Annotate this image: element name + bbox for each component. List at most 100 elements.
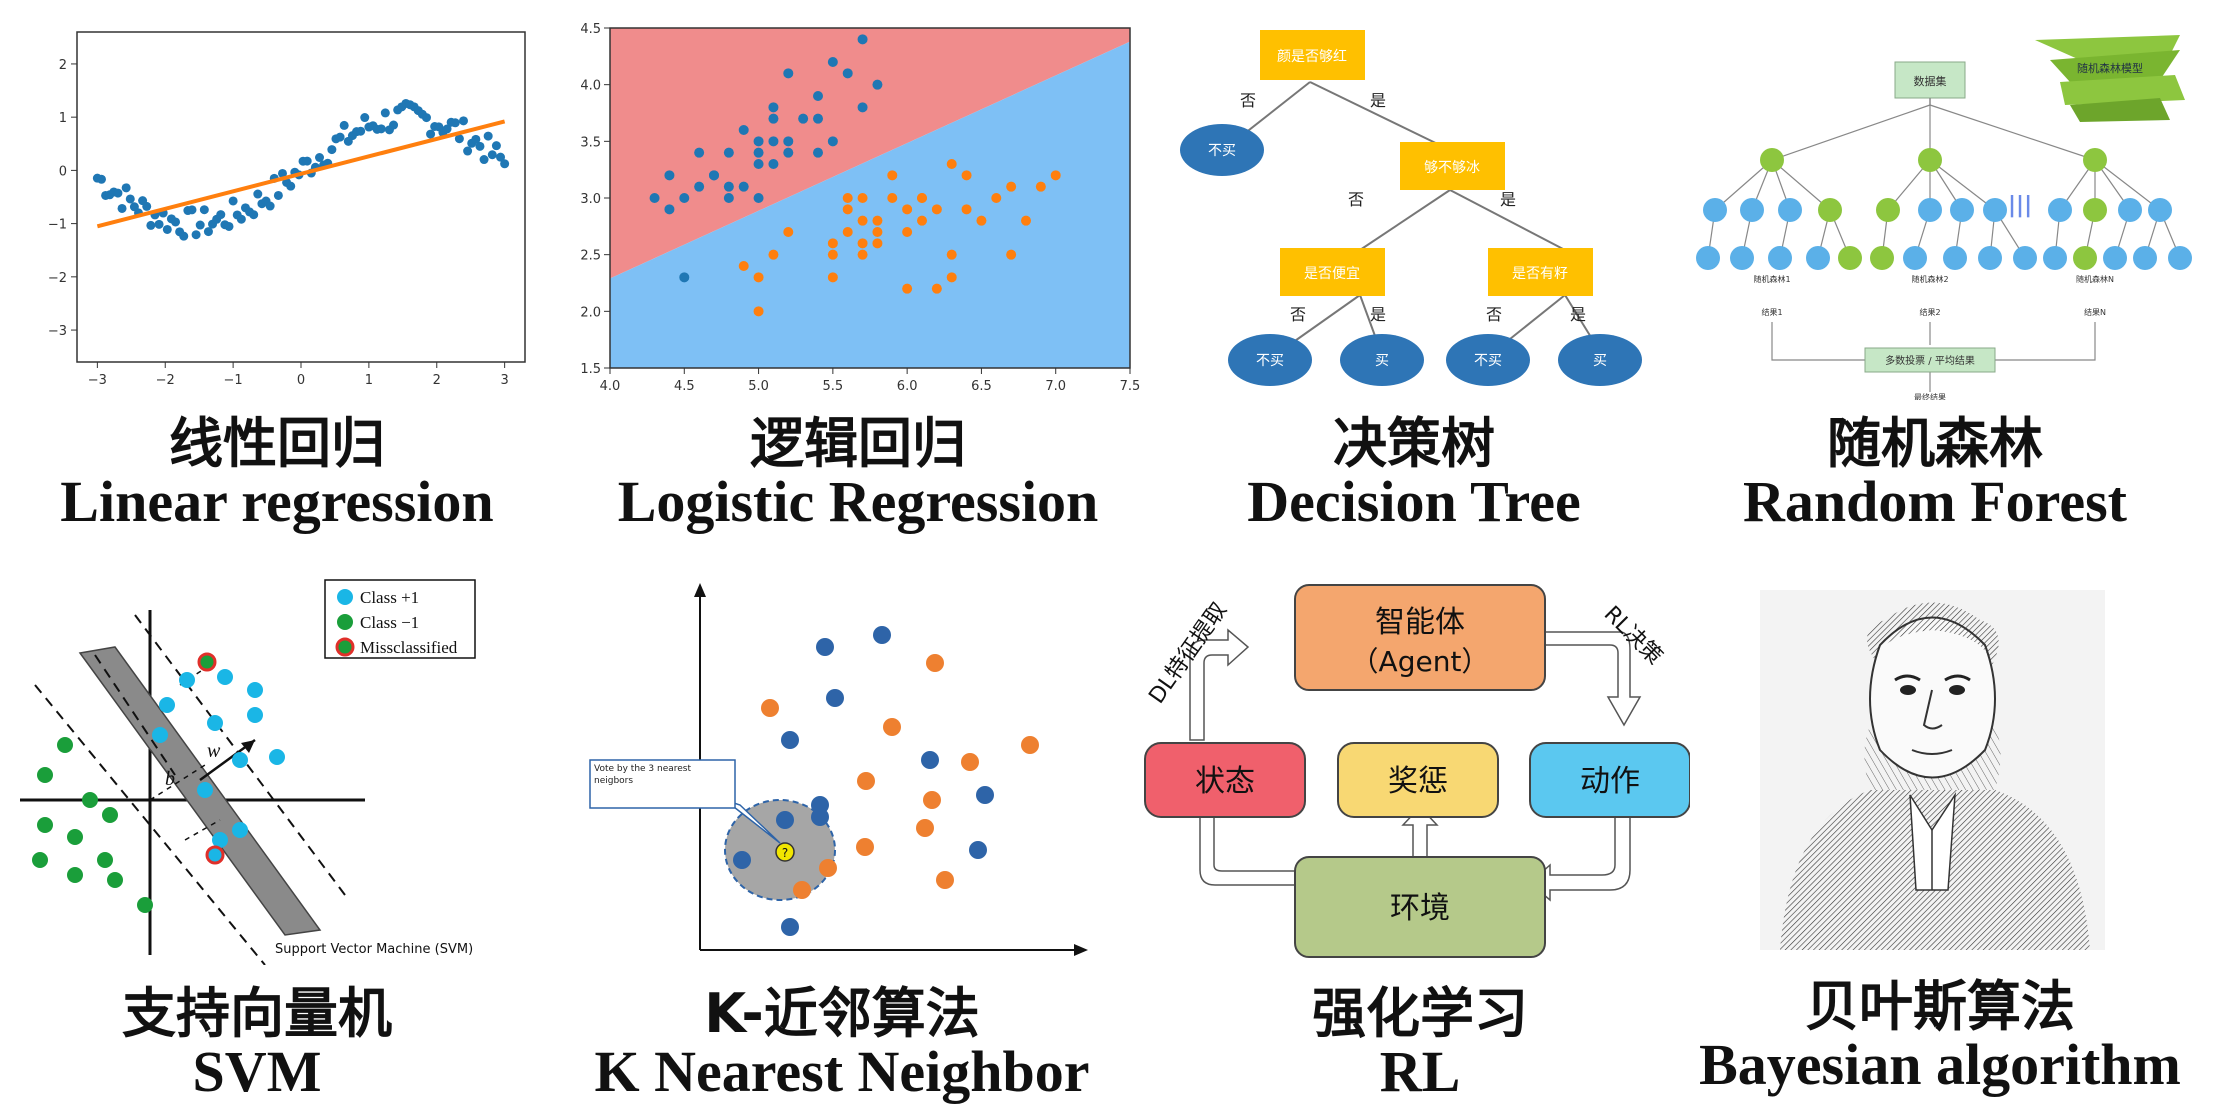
lin-point [479,155,489,165]
log-point-class-b [842,193,853,203]
lin-ytick-label: −3 [48,324,67,339]
rf-node [1903,246,1927,270]
svm-footer: Support Vector Machine (SVM) [275,942,473,957]
log-point-class-a [827,57,838,67]
log-point-class-b [842,227,853,237]
log-point-class-b [783,227,794,237]
caption-random-forest-zh: 随机森林 [1827,412,2043,475]
log-point-class-a [813,113,823,124]
log-ytick-label: 2.5 [580,249,601,264]
lin-ytick-label: −1 [48,218,67,233]
knn-point-orange [923,791,941,809]
knn-point-blue [776,811,794,829]
rf-node [2133,246,2157,270]
log-point-class-b [827,238,838,249]
rf-node [2103,246,2127,270]
log-xtick-label: 6.5 [971,379,992,394]
rf-result-1: 结果1 [1761,307,1782,317]
bayes-panel [1760,590,2105,950]
lin-point [125,194,135,204]
log-xtick-label: 6.0 [897,379,918,394]
svm-point-pos [152,727,168,743]
caption-logistic-en: Logistic Regression [617,469,1099,534]
log-point-class-b [946,159,957,169]
log-point-class-b [991,193,1002,203]
rf-node [1838,246,1862,270]
svm-point-neg [37,767,53,783]
lin-point [216,210,226,220]
caption-knn-zh: K-近邻算法 [704,982,980,1045]
lin-xtick-label: −1 [224,373,243,388]
lin-point [146,220,156,230]
rl-diagram: 智能体 （Agent） 状态 奖惩 动作 环境 DL特征提取 RL决策 [1144,584,1691,958]
svm-point-neg [32,852,48,868]
log-xtick-label: 5.5 [823,379,844,394]
log-point-class-a [813,147,823,158]
dt-node-3 [1488,248,1593,296]
lin-point [475,141,485,151]
svm-point-pos [212,832,228,848]
log-point-class-b [1035,181,1046,192]
rf-tree-label-2: 随机森林2 [1911,274,1948,284]
svm-point-pos [247,682,263,698]
rf-tree-label-1: 随机森林1 [1753,274,1790,284]
log-ytick-label: 4.5 [580,22,601,37]
log-point-class-a [738,181,749,192]
lin-point [302,156,312,166]
dt-edge-no-2: 否 [1348,190,1364,209]
log-point-class-b [872,227,883,237]
rf-node [1818,198,1842,222]
log-point-class-a [649,193,660,203]
dt-leaf-5-label: 买 [1593,353,1607,369]
knn-point-blue [969,841,987,859]
log-point-class-b [961,204,972,215]
lin-point [113,188,123,198]
knn-point-orange [916,819,934,837]
rl-agent-box [1294,584,1546,691]
log-point-class-a [679,272,690,283]
lin-point [277,168,287,178]
log-point-class-b [1050,170,1061,181]
lin-point [191,230,201,240]
lin-xtick-label: −3 [88,373,107,388]
dt-leaf-3 [1340,334,1424,386]
lin-point [327,145,337,155]
svm-panel: w b Class +1 Class −1 Missclassified Sup… [15,575,515,966]
caption-rl-en: RL [1379,1039,1461,1104]
lin-fit-line [96,119,506,229]
caption-bayes: 贝叶斯算法 Bayesian algorithm [1645,978,2235,1094]
rf-node [1876,198,1900,222]
log-point-class-a [768,136,779,147]
knn-query-point [775,842,795,862]
svm-point-pos [232,822,248,838]
svm-point-neg [107,872,123,888]
log-ytick-label: 1.5 [580,362,601,377]
rf-node [1978,246,2002,270]
log-region-top [610,28,1130,279]
svm-point-pos [217,669,233,685]
lin-point [171,217,181,227]
caption-rl: 强化学习 RL [1140,985,1700,1101]
lin-point [458,116,468,126]
dt-leaf-4 [1446,334,1530,386]
log-point-class-b [857,215,868,226]
lin-point [224,221,234,231]
log-point-class-b [857,249,868,260]
lin-point [195,220,205,230]
log-point-class-a [723,181,734,192]
knn-point-orange [926,654,944,672]
lin-point [199,205,209,215]
svm-point-pos [159,697,175,713]
rl-reward-box [1337,742,1499,818]
log-point-class-b [753,306,764,317]
knn-point-blue [816,638,834,656]
lin-point [286,181,296,191]
rf-dataset-box [1894,61,1966,99]
log-point-class-a [857,102,868,113]
lin-point [421,113,431,123]
knn-diagram: Vote by the 3 nearest neigbors ? [589,583,1088,956]
svm-point-neg [67,867,83,883]
rf-node [1696,246,1720,270]
log-ytick-label: 3.5 [580,135,601,150]
